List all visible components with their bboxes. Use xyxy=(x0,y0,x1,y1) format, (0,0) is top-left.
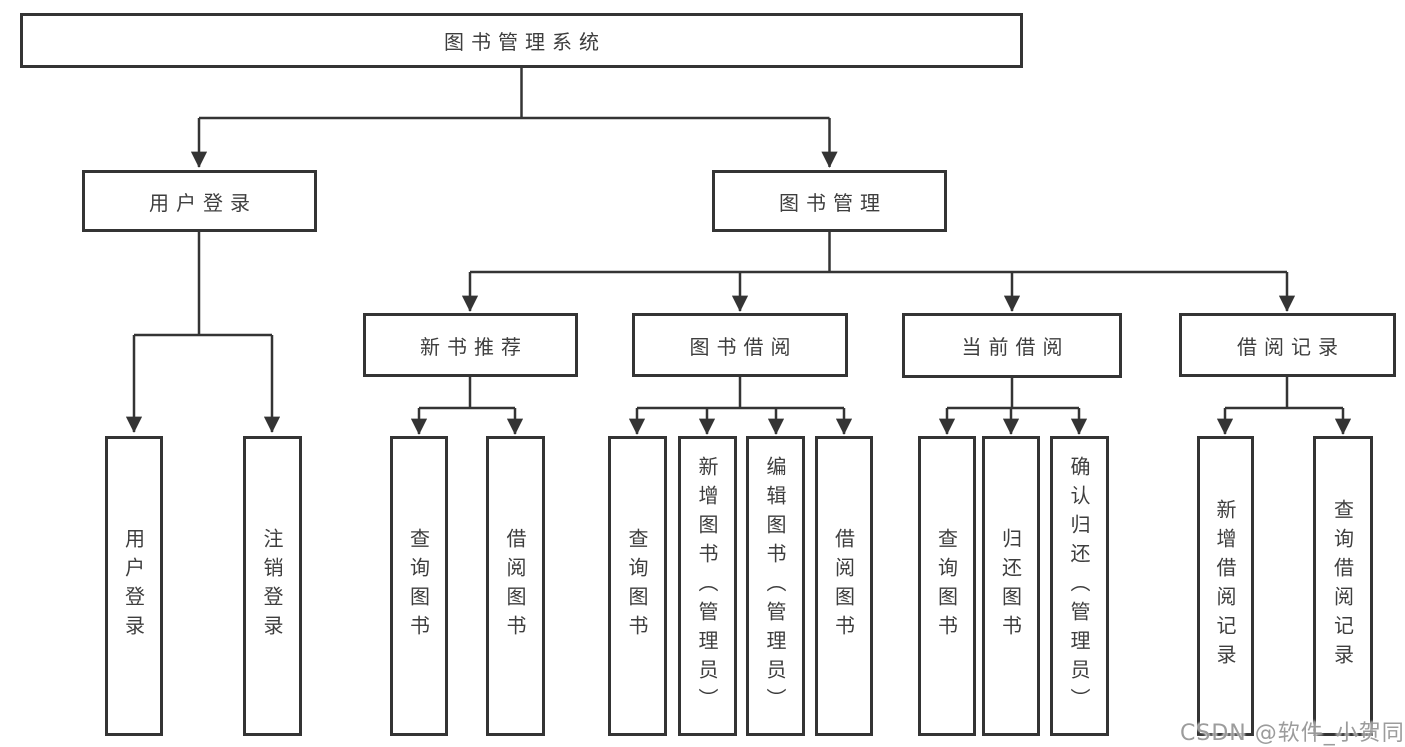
leaf-label: 查询图书 xyxy=(934,528,959,644)
leaf-label: 查询借阅记录 xyxy=(1330,499,1355,673)
node-new-book-recommendation: 新书推荐 xyxy=(363,313,578,377)
leaf-logout-login: 注销登录 xyxy=(243,436,302,736)
node-library-management-system: 图书管理系统 xyxy=(20,13,1023,68)
leaf-confirm-return-admin: 确认归还（管理员） xyxy=(1050,436,1109,736)
leaf-label: 查询图书 xyxy=(406,528,431,644)
watermark-text: CSDN @软件_小贺同学 xyxy=(1180,721,1405,746)
leaf-label: 借阅图书 xyxy=(831,528,856,644)
leaf-borrow-books-borrowing: 借阅图书 xyxy=(815,436,873,736)
leaf-query-borrow-record: 查询借阅记录 xyxy=(1313,436,1373,736)
leaf-label: 确认归还（管理员） xyxy=(1067,455,1091,717)
node-label: 图书管理 xyxy=(779,190,887,215)
node-label: 图书借阅 xyxy=(689,334,798,359)
leaf-edit-books-admin: 编辑图书（管理员） xyxy=(746,436,805,736)
leaf-user-login: 用户登录 xyxy=(105,436,163,736)
node-label: 用户登录 xyxy=(149,190,257,215)
leaf-add-books-admin: 新增图书（管理员） xyxy=(678,436,737,736)
leaf-label: 用户登录 xyxy=(121,528,146,644)
node-book-borrowing: 图书借阅 xyxy=(632,313,848,377)
leaf-borrow-books-recommendation: 借阅图书 xyxy=(486,436,545,736)
leaf-label: 查询图书 xyxy=(625,528,649,644)
node-current-borrowing: 当前借阅 xyxy=(902,313,1122,378)
leaf-query-books-current: 查询图书 xyxy=(918,436,976,736)
leaf-label: 编辑图书（管理员） xyxy=(763,455,787,717)
node-label: 图书管理系统 xyxy=(444,30,606,54)
node-book-management: 图书管理 xyxy=(712,170,947,232)
node-user-login: 用户登录 xyxy=(82,170,317,232)
leaf-label: 归还图书 xyxy=(998,528,1023,644)
leaf-label: 借阅图书 xyxy=(503,528,527,644)
node-label: 当前借阅 xyxy=(961,335,1070,359)
leaf-add-borrow-record: 新增借阅记录 xyxy=(1197,436,1254,736)
node-label: 借阅记录 xyxy=(1237,334,1345,359)
node-label: 新书推荐 xyxy=(420,334,528,359)
leaf-return-books: 归还图书 xyxy=(982,436,1040,736)
node-borrowing-records: 借阅记录 xyxy=(1179,313,1396,377)
leaf-query-books-borrowing: 查询图书 xyxy=(608,436,667,736)
leaf-query-books-recommendation: 查询图书 xyxy=(390,436,448,736)
leaf-label: 新增图书（管理员） xyxy=(695,455,719,717)
leaf-label: 新增借阅记录 xyxy=(1213,499,1237,673)
leaf-label: 注销登录 xyxy=(260,528,284,644)
